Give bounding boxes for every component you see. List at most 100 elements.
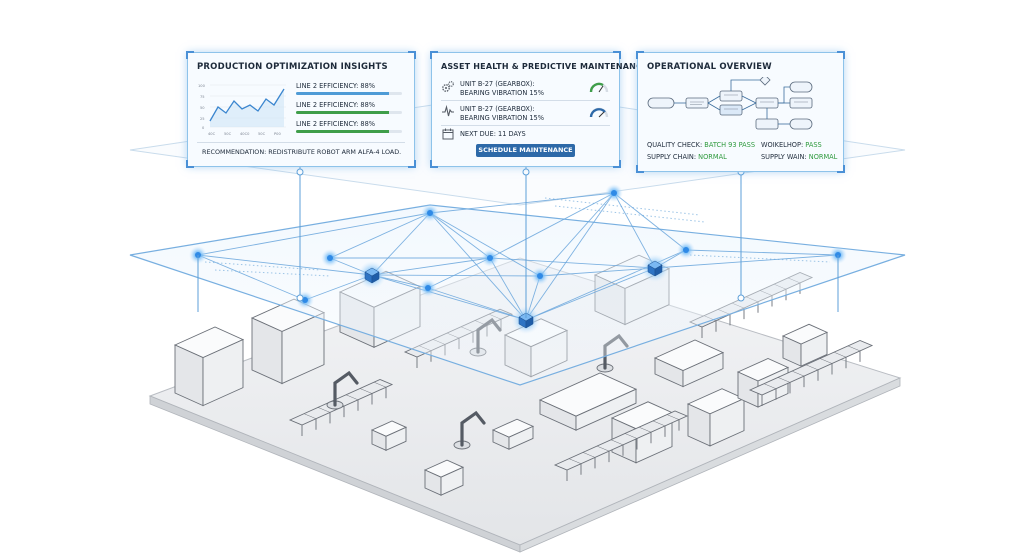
- metric-bar-fill: [296, 130, 390, 133]
- panel-title: ASSET HEALTH & PREDICTIVE MAINTENANCE: [441, 62, 648, 71]
- y-tick: 0: [202, 126, 205, 130]
- quality-check-value: BATCH 93 PASS: [704, 141, 756, 149]
- data-streams: [204, 197, 831, 277]
- network-link: [429, 212, 491, 259]
- network-node-core: [425, 285, 431, 291]
- cnc-machine: [173, 326, 245, 407]
- x-tick: 40C0: [240, 132, 250, 136]
- network-link: [427, 257, 491, 289]
- network-link: [197, 212, 431, 256]
- efficiency-line-chart: 100 75 50 25 0 40C 50C 40C0 50C P00: [198, 84, 286, 136]
- asset-item-line1: UNIT B-27 (GEARBOX):: [460, 105, 535, 113]
- operational-overview-panel: OPERATIONAL OVERVIEW: [636, 51, 845, 173]
- robot-arm: [453, 410, 486, 450]
- network-link: [489, 192, 615, 259]
- network-link: [429, 212, 541, 277]
- asset-health-panel: ASSET HEALTH & PREDICTIVE MAINTENANCE UN…: [430, 51, 648, 168]
- network-link: [429, 192, 615, 214]
- network-link: [371, 257, 491, 276]
- supply-wain-value: NORMAL: [808, 153, 838, 161]
- network-hub-cube: [512, 306, 540, 334]
- workshop-value: PASS: [805, 141, 822, 149]
- inspection-gate: [781, 323, 829, 367]
- panel-divider: [197, 142, 405, 143]
- network-link: [525, 192, 615, 321]
- supply-wain-key: SUPPLY WAIN:: [761, 153, 807, 161]
- next-due-text: NEXT DUE: 11 DAYS: [460, 130, 526, 138]
- network-link: [613, 192, 687, 251]
- inspection-gate: [686, 388, 746, 447]
- network-link: [654, 254, 839, 269]
- supply-wain-label: SUPPLY WAIN: NORMAL: [761, 153, 837, 161]
- quality-check-key: QUALITY CHECK:: [647, 141, 703, 149]
- network-link: [685, 249, 839, 256]
- y-tick: 75: [200, 95, 205, 99]
- schedule-maintenance-button[interactable]: SCHEDULE MAINTENANCE: [476, 144, 575, 157]
- network-link: [197, 254, 306, 301]
- conveyor-belt: [553, 410, 689, 481]
- network-nodes: [189, 184, 847, 334]
- factory-floor: [148, 257, 902, 553]
- metric-label: LINE 2 EFFICIENCY: 88%: [296, 82, 376, 90]
- x-tick: 50C: [258, 132, 266, 136]
- metric-label: LINE 2 EFFICIENCY: 88%: [296, 101, 376, 109]
- network-link: [197, 254, 373, 276]
- calendar-icon: [442, 128, 454, 140]
- metric-bar-fill: [296, 111, 390, 114]
- chart-series-line: [209, 88, 285, 122]
- panel-divider: [441, 100, 610, 101]
- metric-bar-fill: [296, 92, 390, 95]
- metric-bar: [296, 111, 402, 114]
- workshop-status-label: WOIKELHOP: PASS: [761, 141, 822, 149]
- network-link: [429, 212, 527, 321]
- x-tick: P00: [274, 132, 281, 136]
- y-tick: 50: [200, 106, 205, 110]
- network-hub-cube: [641, 254, 669, 282]
- gauge-icon: [589, 107, 609, 118]
- supply-chain-value: NORMAL: [698, 153, 727, 161]
- network-link: [613, 192, 656, 269]
- panel-connectors: [197, 167, 839, 318]
- y-tick: 25: [200, 117, 205, 121]
- metric-bar: [296, 92, 402, 95]
- network-links: [197, 192, 839, 321]
- metric-label: LINE 2 EFFICIENCY: 88%: [296, 120, 376, 128]
- network-link: [371, 274, 527, 321]
- supply-chain-key: SUPPLY CHAIN:: [647, 153, 697, 161]
- network-link: [525, 267, 656, 321]
- workshop-key: WOIKELHOP:: [761, 141, 804, 149]
- process-flowchart: [647, 77, 813, 130]
- network-hub-cube: [358, 261, 386, 289]
- gears-icon: [442, 81, 454, 92]
- parts-bin: [423, 459, 465, 496]
- workbench: [538, 372, 638, 431]
- parts-bin: [491, 418, 535, 450]
- network-link: [427, 287, 527, 321]
- cnc-machine: [250, 298, 326, 385]
- production-insights-panel: PRODUCTION OPTIMIZATION INSIGHTS 100 75 …: [186, 51, 416, 168]
- network-link: [539, 267, 656, 277]
- asset-item-line2: BEARING VIBRATION 15%: [460, 89, 545, 97]
- network-node-core: [487, 255, 493, 261]
- network-node-core: [327, 255, 333, 261]
- gauge-icon: [589, 82, 609, 93]
- network-link: [489, 257, 656, 269]
- parts-bin: [370, 420, 408, 451]
- panel-title: PRODUCTION OPTIMIZATION INSIGHTS: [197, 62, 388, 72]
- panel-divider: [441, 125, 610, 126]
- x-tick: 40C: [208, 132, 216, 136]
- network-link: [329, 212, 431, 259]
- network-node-core: [683, 247, 689, 253]
- network-node-core: [427, 210, 433, 216]
- network-link: [371, 212, 431, 276]
- recommendation-text: RECOMMENDATION: REDISTRIBUTE ROBOT ARM A…: [202, 148, 402, 156]
- supply-chain-label: SUPPLY CHAIN: NORMAL: [647, 153, 727, 161]
- asset-item-line1: UNIT B-27 (GEARBOX):: [460, 80, 535, 88]
- vibration-wave-icon: [442, 104, 454, 117]
- robot-arm: [326, 370, 359, 410]
- network-node-core: [537, 273, 543, 279]
- workbench: [653, 339, 725, 388]
- conveyor-belt: [748, 340, 874, 406]
- metric-bar: [296, 130, 402, 133]
- network-node-core: [302, 297, 308, 303]
